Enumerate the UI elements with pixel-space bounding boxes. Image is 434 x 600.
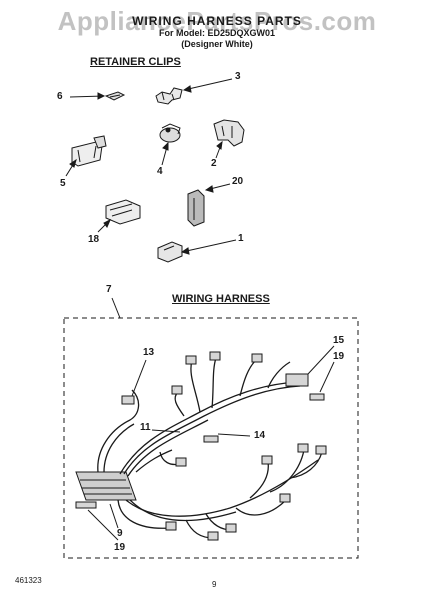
part-4-clip: [159, 123, 181, 166]
finish-line: (Designer White): [181, 39, 253, 49]
callout-7: 7: [106, 284, 112, 295]
part-1-clip: [157, 239, 237, 263]
callout-9-leader: [109, 503, 119, 529]
callout-11-leader: [151, 429, 181, 433]
callout-9: 9: [117, 528, 123, 539]
callout-4: 4: [157, 166, 163, 177]
callout-13-leader: [131, 359, 147, 397]
harness-main-connector: [75, 471, 137, 501]
part-5-clip: [65, 135, 107, 177]
callout-13: 13: [143, 347, 155, 358]
part-18-clip: [97, 199, 141, 233]
callout-15: 15: [333, 335, 345, 346]
callout-5: 5: [60, 178, 66, 189]
callout-18: 18: [88, 234, 100, 245]
callout-19-bottom: 19: [114, 542, 126, 553]
callout-14: 14: [254, 430, 266, 441]
harness-boundary-box: [63, 317, 359, 559]
part-20-clip: [187, 183, 231, 227]
harness-terminals: [75, 351, 327, 541]
watermark-text: AppliancePartsPros.com: [57, 6, 377, 36]
callout-11: 11: [140, 422, 151, 433]
callout-3: 3: [235, 71, 241, 82]
callout-6: 6: [57, 91, 63, 102]
retainer-clips-heading: RETAINER CLIPS: [90, 56, 181, 68]
callout-15-leader: [307, 345, 335, 375]
callout-19-top-leader: [319, 361, 335, 393]
part-3-clip: [155, 78, 233, 105]
model-line: For Model: ED25DQXGW01: [158, 28, 275, 38]
page-title: WIRING HARNESS PARTS: [132, 14, 302, 28]
callout-19-bottom-leader: [87, 509, 119, 541]
callout-19-top: 19: [333, 351, 345, 362]
callout-7-leader: [111, 297, 121, 319]
callout-1: 1: [238, 233, 244, 244]
callout-2: 2: [211, 158, 217, 169]
callout-20: 20: [232, 176, 244, 187]
wiring-harness-heading: WIRING HARNESS: [172, 293, 270, 305]
callout-14-leader: [217, 433, 251, 437]
part-2-clip: [213, 119, 245, 159]
part-6-clip: [69, 91, 126, 101]
document-number: 461323: [15, 576, 42, 585]
page-number: 9: [212, 580, 217, 589]
